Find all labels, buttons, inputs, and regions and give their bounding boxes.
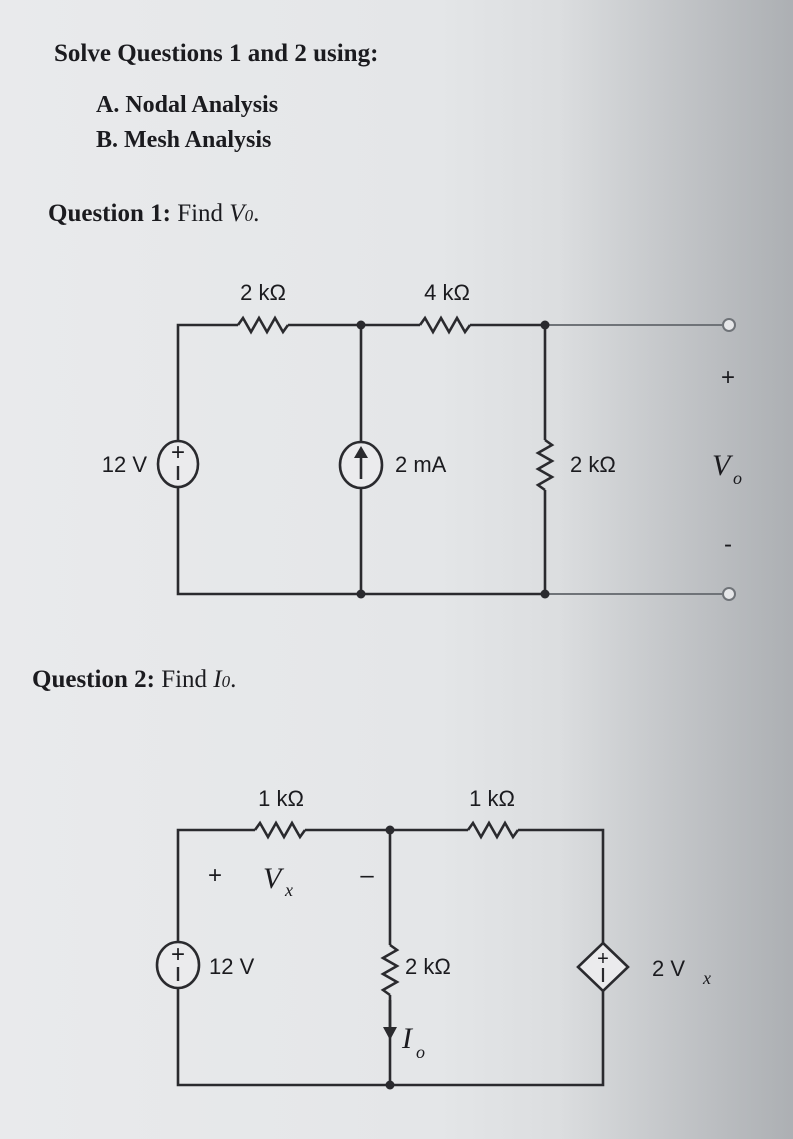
c1-resistor-2k-top — [236, 315, 290, 335]
c2-label-1k-right: 1 kΩ — [469, 786, 515, 811]
c2-resistor-1k-right — [466, 820, 520, 840]
question-2-text: Find — [161, 666, 208, 693]
c1-vo-symbol: V — [712, 449, 734, 482]
c2-wire-left-top — [176, 828, 255, 942]
c1-label-2ma: 2 mA — [395, 452, 447, 477]
circuit-1: + 2 kΩ 4 kΩ 12 V 2 mA 2 kΩ + V o - — [102, 280, 742, 601]
c2-resistor-1k-left — [253, 820, 307, 840]
c1-output-terminal-bottom — [722, 587, 736, 601]
c1-vo-minus: - — [724, 531, 732, 558]
c2-vsource-plus: + — [171, 941, 185, 968]
question-1-text: Find — [177, 200, 224, 227]
c2-io-arrowhead-icon — [383, 1027, 397, 1040]
question-1-label: Question 1: — [48, 200, 171, 227]
c1-node-top-right — [540, 320, 550, 330]
c2-dep-plus: + — [597, 948, 609, 970]
c2-node-bottom-mid — [385, 1080, 395, 1090]
c2-resistor-2k-mid — [380, 943, 400, 997]
c2-io-symbol: I — [401, 1022, 414, 1055]
c1-label-4k-top: 4 kΩ — [424, 280, 470, 305]
c1-voltage-source — [156, 439, 200, 489]
question-1-target: V — [229, 200, 245, 227]
question-2-title: Question 2: Find I0. — [32, 666, 236, 694]
c2-label-12v: 12 V — [209, 954, 255, 979]
c2-label-1k-left: 1 kΩ — [258, 786, 304, 811]
method-nodal: A. Nodal Analysis — [96, 92, 279, 118]
c2-wire-top-right — [518, 828, 605, 943]
c1-node-top-mid — [356, 320, 366, 330]
c1-arrowhead-up-icon — [354, 446, 368, 458]
c2-voltage-source — [155, 940, 201, 990]
c1-label-2k-top: 2 kΩ — [240, 280, 286, 305]
c2-label-2k-mid: 2 kΩ — [405, 954, 451, 979]
c2-vx-minus: – — [360, 862, 374, 889]
c1-vo-plus: + — [721, 364, 735, 391]
c1-label-12v: 12 V — [102, 452, 148, 477]
question-1-target-end: . — [253, 200, 260, 227]
c1-node-bottom-mid — [356, 589, 366, 599]
question-2-target-sub: 0 — [221, 672, 231, 691]
c1-resistor-2k-shunt — [535, 438, 555, 492]
c1-output-terminal-top — [722, 318, 736, 332]
c2-vx-plus: + — [208, 862, 222, 889]
c2-dep-coef: 2 V — [652, 956, 685, 981]
c1-vo-sub: o — [733, 468, 742, 488]
question-2-target: I — [213, 666, 222, 693]
c2-dep-sub: x — [702, 968, 711, 988]
instructions-heading: Solve Questions 1 and 2 using: — [54, 40, 379, 67]
question-1-target-sub: 0 — [244, 206, 254, 225]
c1-wire-left — [176, 323, 238, 442]
question-2-target-end: . — [230, 666, 237, 693]
question-2-label: Question 2: — [32, 666, 155, 693]
c1-label-2k-shunt: 2 kΩ — [570, 452, 616, 477]
c2-vx-sub: x — [284, 880, 293, 900]
c2-io-sub: o — [416, 1042, 425, 1062]
question-1-title: Question 1: Find V0. — [48, 200, 259, 228]
c2-node-top-mid — [385, 825, 395, 835]
method-mesh: B. Mesh Analysis — [96, 127, 272, 153]
c1-resistor-4k-top — [418, 315, 472, 335]
circuit-2: + + 1 kΩ 1 kΩ + V x – 12 V 2 kΩ I o 2 V … — [155, 786, 711, 1090]
c2-vx-symbol: V — [263, 862, 285, 895]
c1-vsource-plus: + — [171, 439, 185, 466]
c1-node-bottom-right — [540, 589, 550, 599]
c2-dependent-source — [576, 941, 630, 993]
c1-wire-bottom — [176, 486, 545, 596]
c1-wire-top-right — [470, 323, 547, 440]
